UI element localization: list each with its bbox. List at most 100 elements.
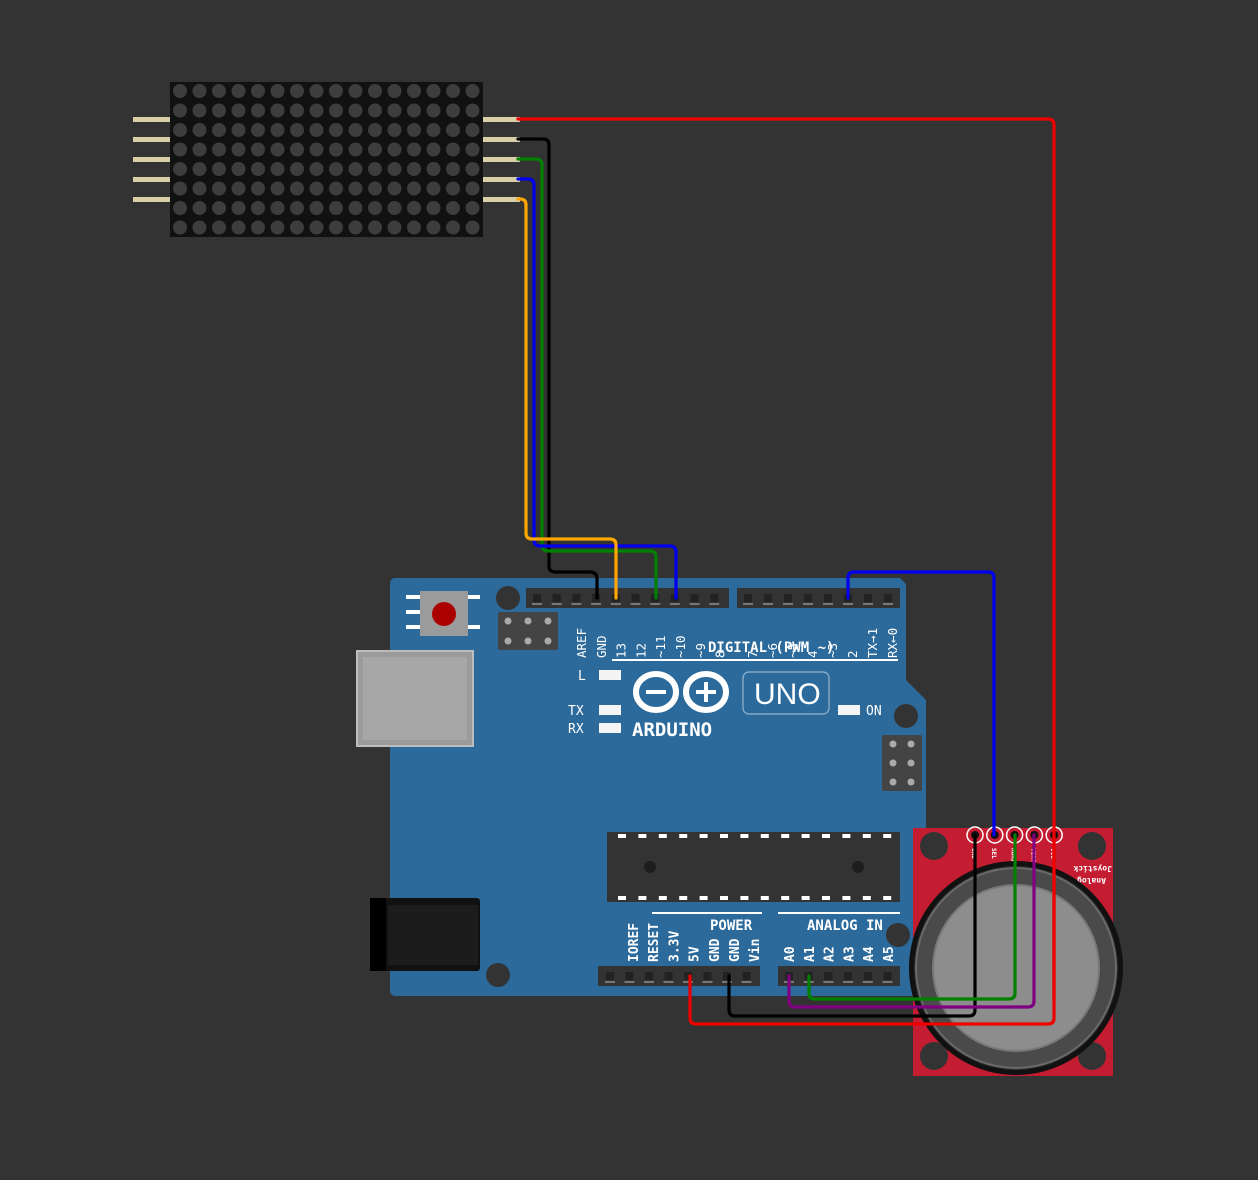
matrix-led	[329, 201, 343, 215]
chip-pin	[618, 896, 626, 900]
digital-header-right[interactable]	[737, 588, 900, 608]
matrix-led	[212, 142, 226, 157]
header-pin-edge	[882, 981, 893, 983]
matrix-led	[270, 181, 285, 196]
matrix-led	[290, 220, 304, 235]
joystick-title: Analog Joystick	[1073, 864, 1112, 885]
matrix-led	[212, 123, 226, 137]
matrix-led	[465, 181, 480, 196]
matrix-led	[426, 123, 441, 137]
matrix-led	[231, 142, 246, 157]
header-pin-edge	[763, 603, 773, 605]
header-pin[interactable]	[764, 594, 772, 602]
header-pin[interactable]	[572, 594, 581, 602]
analog-header[interactable]	[778, 966, 900, 986]
header-pin[interactable]	[684, 972, 692, 980]
matrix-led	[465, 142, 480, 157]
matrix-left-pins	[133, 117, 171, 202]
matrix-led	[387, 181, 402, 196]
joystick-gnd-to-gnd[interactable]	[727, 833, 977, 1018]
header-pin-edge	[689, 603, 700, 605]
header-pin[interactable]	[864, 594, 872, 602]
header-pin[interactable]	[625, 972, 634, 980]
matrix-led	[348, 123, 363, 137]
matrix-led	[446, 220, 460, 235]
header-pin[interactable]	[690, 594, 699, 602]
chip-pin	[720, 896, 728, 900]
header-pin[interactable]	[844, 972, 853, 980]
matrix-led	[465, 162, 480, 176]
matrix-led	[251, 162, 265, 176]
header-pin[interactable]	[645, 972, 653, 980]
wires[interactable]	[516, 117, 1056, 1026]
pin-label: 4	[805, 650, 820, 658]
chip-pin	[801, 834, 810, 838]
matrix-led	[231, 103, 246, 118]
header-pin-edge	[624, 981, 635, 983]
mounting-hole	[894, 704, 918, 728]
matrix-led	[368, 220, 382, 235]
chip-pin	[781, 834, 790, 838]
joystick-horz-to-a1[interactable]	[807, 833, 1017, 1001]
matrix-led	[387, 220, 402, 235]
matrix-led	[173, 220, 187, 235]
header-pin[interactable]	[863, 972, 872, 980]
header-pin[interactable]	[824, 594, 832, 602]
chip-pin	[679, 834, 688, 838]
matrix-led	[329, 181, 343, 196]
header-pin[interactable]	[606, 972, 614, 980]
joystick-vert-to-a0[interactable]	[787, 833, 1036, 1009]
power-header[interactable]	[598, 966, 760, 986]
matrix-led	[192, 201, 207, 215]
header-pin-edge	[843, 981, 854, 983]
header-pin[interactable]	[703, 972, 712, 980]
header-pin[interactable]	[824, 972, 833, 980]
header-pin[interactable]	[664, 972, 673, 980]
uno-model-text: UNO	[754, 678, 821, 711]
led-on-label: ON	[866, 704, 882, 719]
header-pin[interactable]	[533, 594, 541, 602]
pin-label: RX←0	[885, 628, 900, 658]
led-rx	[599, 723, 621, 733]
power-pin-label: 3.3V	[667, 931, 682, 962]
mounting-hole	[496, 586, 520, 610]
matrix-vcc-to-5v[interactable]	[516, 117, 1056, 1026]
chip-pin	[883, 834, 892, 838]
analog-pin-label: A5	[882, 946, 897, 962]
header-pin[interactable]	[744, 594, 752, 602]
matrix-led	[192, 123, 207, 137]
reset-button[interactable]	[406, 591, 480, 636]
header-pin[interactable]	[631, 594, 640, 602]
header-pin-edge	[843, 603, 853, 605]
header-pin[interactable]	[723, 972, 731, 980]
chip-pin	[801, 896, 810, 900]
matrix-led	[387, 142, 402, 157]
mounting-hole	[486, 963, 510, 987]
matrix-din-to-d11[interactable]	[516, 157, 658, 600]
header-pin[interactable]	[784, 594, 792, 602]
matrix-led	[251, 142, 265, 157]
matrix-led	[290, 181, 304, 196]
matrix-led	[173, 103, 187, 118]
matrix-cs-to-d10[interactable]	[516, 177, 678, 600]
led-l-label: L	[578, 669, 586, 684]
matrix-clk-to-d13[interactable]	[516, 197, 618, 600]
header-pin[interactable]	[804, 594, 812, 602]
header-pin-edge	[683, 981, 693, 983]
joystick-sel-to-d2[interactable]	[846, 570, 996, 837]
matrix-right-pins[interactable]	[482, 117, 520, 202]
header-pin[interactable]	[710, 594, 719, 602]
joystick-mount-hole	[1078, 832, 1106, 860]
matrix-led	[231, 201, 246, 215]
matrix-gnd-to-gnd[interactable]	[516, 137, 599, 600]
header-pin[interactable]	[883, 972, 892, 980]
led-matrix[interactable]	[133, 82, 520, 237]
header-pin[interactable]	[742, 972, 751, 980]
matrix-led	[407, 123, 421, 137]
header-pin[interactable]	[884, 594, 892, 602]
header-pin[interactable]	[552, 594, 561, 602]
header-pin-edge	[532, 603, 542, 605]
digital-header-left[interactable]	[526, 588, 729, 608]
